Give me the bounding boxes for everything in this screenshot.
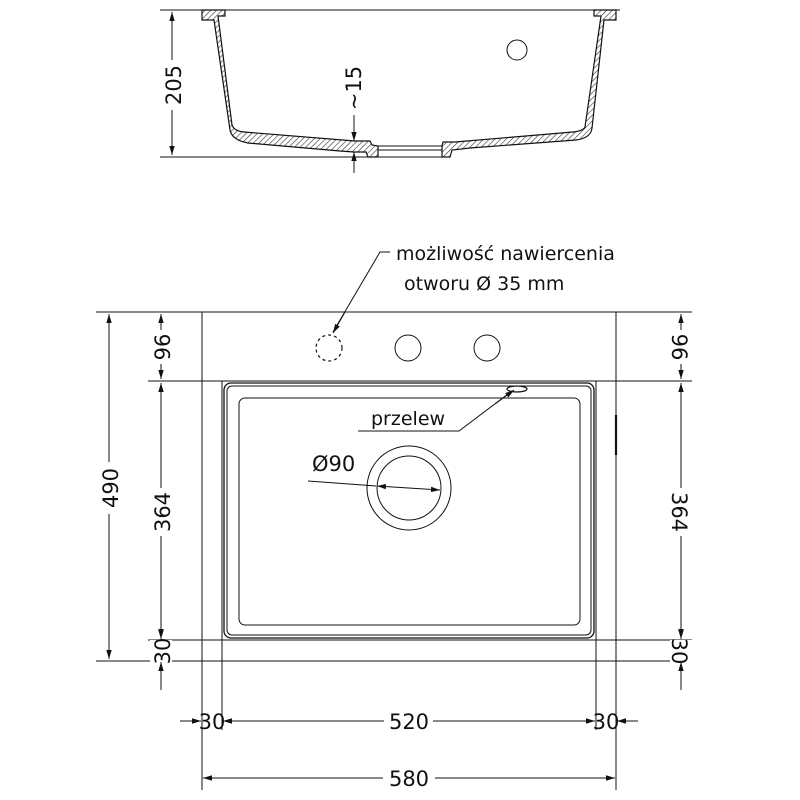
optional-tap-hole-dashed bbox=[315, 334, 343, 362]
drill-note-line2: otworu Ø 35 mm bbox=[404, 273, 564, 295]
height-dim-label: 205 bbox=[162, 65, 186, 105]
tap-hole-2 bbox=[473, 334, 501, 362]
plan-view: możliwość nawiercenia otworu Ø 35 mm prz… bbox=[96, 243, 692, 791]
right-rim-dim-label: 30 bbox=[667, 638, 691, 665]
drill-note-line1: możliwość nawiercenia bbox=[396, 243, 615, 265]
overflow-arrow bbox=[494, 389, 515, 405]
right-bowl-dim-label: 364 bbox=[667, 492, 691, 532]
overflow-leader bbox=[358, 390, 513, 432]
overflow-icon bbox=[506, 385, 528, 393]
section-view: 205 ~15 bbox=[160, 9, 620, 173]
bottom-right-rim-dim-label: 30 bbox=[593, 710, 620, 734]
right-deck-dim-label: 96 bbox=[667, 334, 691, 361]
thickness-dim-label: ~15 bbox=[342, 66, 366, 110]
drain-dim-line bbox=[376, 483, 441, 493]
left-rim-dim-label: 30 bbox=[151, 638, 175, 665]
bowl-width-dim-label: 520 bbox=[389, 710, 429, 734]
tap-hole-1 bbox=[394, 334, 422, 362]
total-width-dim-label: 580 bbox=[389, 767, 429, 791]
drill-note-arrow bbox=[332, 311, 346, 334]
section-right-wall bbox=[441, 9, 617, 158]
drill-note-leader bbox=[332, 251, 390, 333]
bowl-rim-inner bbox=[226, 385, 592, 636]
left-bowl-dim-label: 364 bbox=[151, 492, 175, 532]
section-left-wall bbox=[201, 9, 379, 158]
left-deck-dim-label: 96 bbox=[151, 334, 175, 361]
overflow-label: przelew bbox=[371, 408, 445, 430]
bowl-rim-outer bbox=[223, 382, 595, 639]
drain-outer-circle bbox=[366, 445, 452, 531]
drain-dim-leader bbox=[307, 480, 377, 487]
left-total-dim-label: 490 bbox=[99, 468, 123, 508]
bottom-left-rim-dim-label: 30 bbox=[199, 710, 226, 734]
tap-hole-section bbox=[506, 39, 528, 61]
bowl-floor bbox=[238, 397, 581, 626]
drain-diameter-label: Ø90 bbox=[312, 452, 355, 476]
